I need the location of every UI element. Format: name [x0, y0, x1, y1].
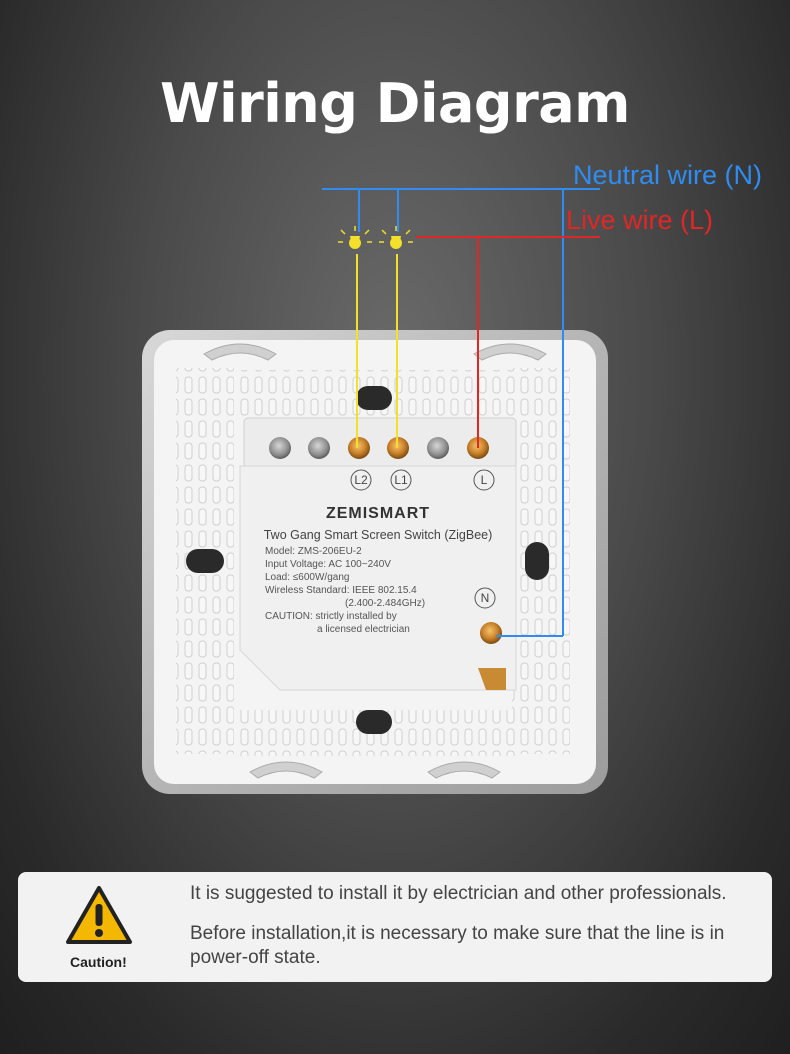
- spec-model: Model: ZMS-206EU-2: [265, 546, 362, 557]
- product-title: Two Gang Smart Screen Switch (ZigBee): [264, 528, 493, 542]
- spec-frequency: (2.400-2.484GHz): [345, 598, 425, 609]
- spec-caution: CAUTION: strictly installed by: [265, 611, 397, 622]
- terminal-screw: [308, 437, 330, 459]
- spec-voltage: Input Voltage: AC 100~240V: [265, 559, 391, 570]
- terminal-label-n: N: [481, 591, 490, 605]
- live-wire: [416, 236, 600, 448]
- page-title: Wiring Diagram: [160, 72, 630, 135]
- terminal-screw-n: [480, 622, 502, 644]
- mount-hole-right: [525, 542, 549, 580]
- lamp-icon: [379, 226, 413, 249]
- wiring-diagram: L2 L1 L N ZEMISMART Two Gang Smart Scree…: [142, 160, 762, 794]
- neutral-wire-label: Neutral wire (N): [573, 160, 762, 190]
- terminal-label-l1: L1: [394, 473, 408, 487]
- mount-hole-left: [186, 549, 224, 573]
- terminal-marker-l: [473, 469, 495, 491]
- terminal-label-l2: L2: [354, 473, 368, 487]
- neutral-wire: [322, 188, 600, 637]
- label-panel: [239, 465, 517, 691]
- brand-logo: ZEMISMART: [326, 505, 430, 522]
- clip-top-right: [473, 343, 547, 361]
- terminal-screw: [427, 437, 449, 459]
- caution-note-2: Before installation,it is necessary to m…: [190, 923, 725, 968]
- caution-panel: Caution! It is suggested to install it b…: [18, 872, 772, 982]
- clip-bottom-right: [427, 761, 501, 779]
- lamp-icon: [338, 226, 372, 249]
- clip-bottom-left: [249, 761, 323, 779]
- mount-hole-bottom: [356, 710, 392, 734]
- caution-note-1: It is suggested to install it by electri…: [190, 883, 727, 904]
- warning-triangle-icon: [66, 886, 132, 944]
- terminal-marker-l1: [390, 469, 412, 491]
- caution-label: Caution!: [70, 954, 127, 970]
- load-wire: [356, 254, 398, 448]
- terminal-marker-l2: [350, 469, 372, 491]
- terminal-screw: [269, 437, 291, 459]
- terminal-screw-l2: [348, 437, 370, 459]
- terminal-label-l: L: [481, 473, 488, 487]
- spec-wireless: Wireless Standard: IEEE 802.15.4: [265, 585, 417, 596]
- spec-caution-2: a licensed electrician: [317, 624, 410, 635]
- live-wire-label: Live wire (L): [566, 205, 713, 235]
- mount-hole-top: [356, 386, 392, 410]
- brass-lug: [478, 668, 506, 690]
- terminal-marker-n: [474, 587, 496, 609]
- spec-load: Load: ≤600W/gang: [265, 572, 349, 583]
- clip-top-left: [203, 343, 277, 361]
